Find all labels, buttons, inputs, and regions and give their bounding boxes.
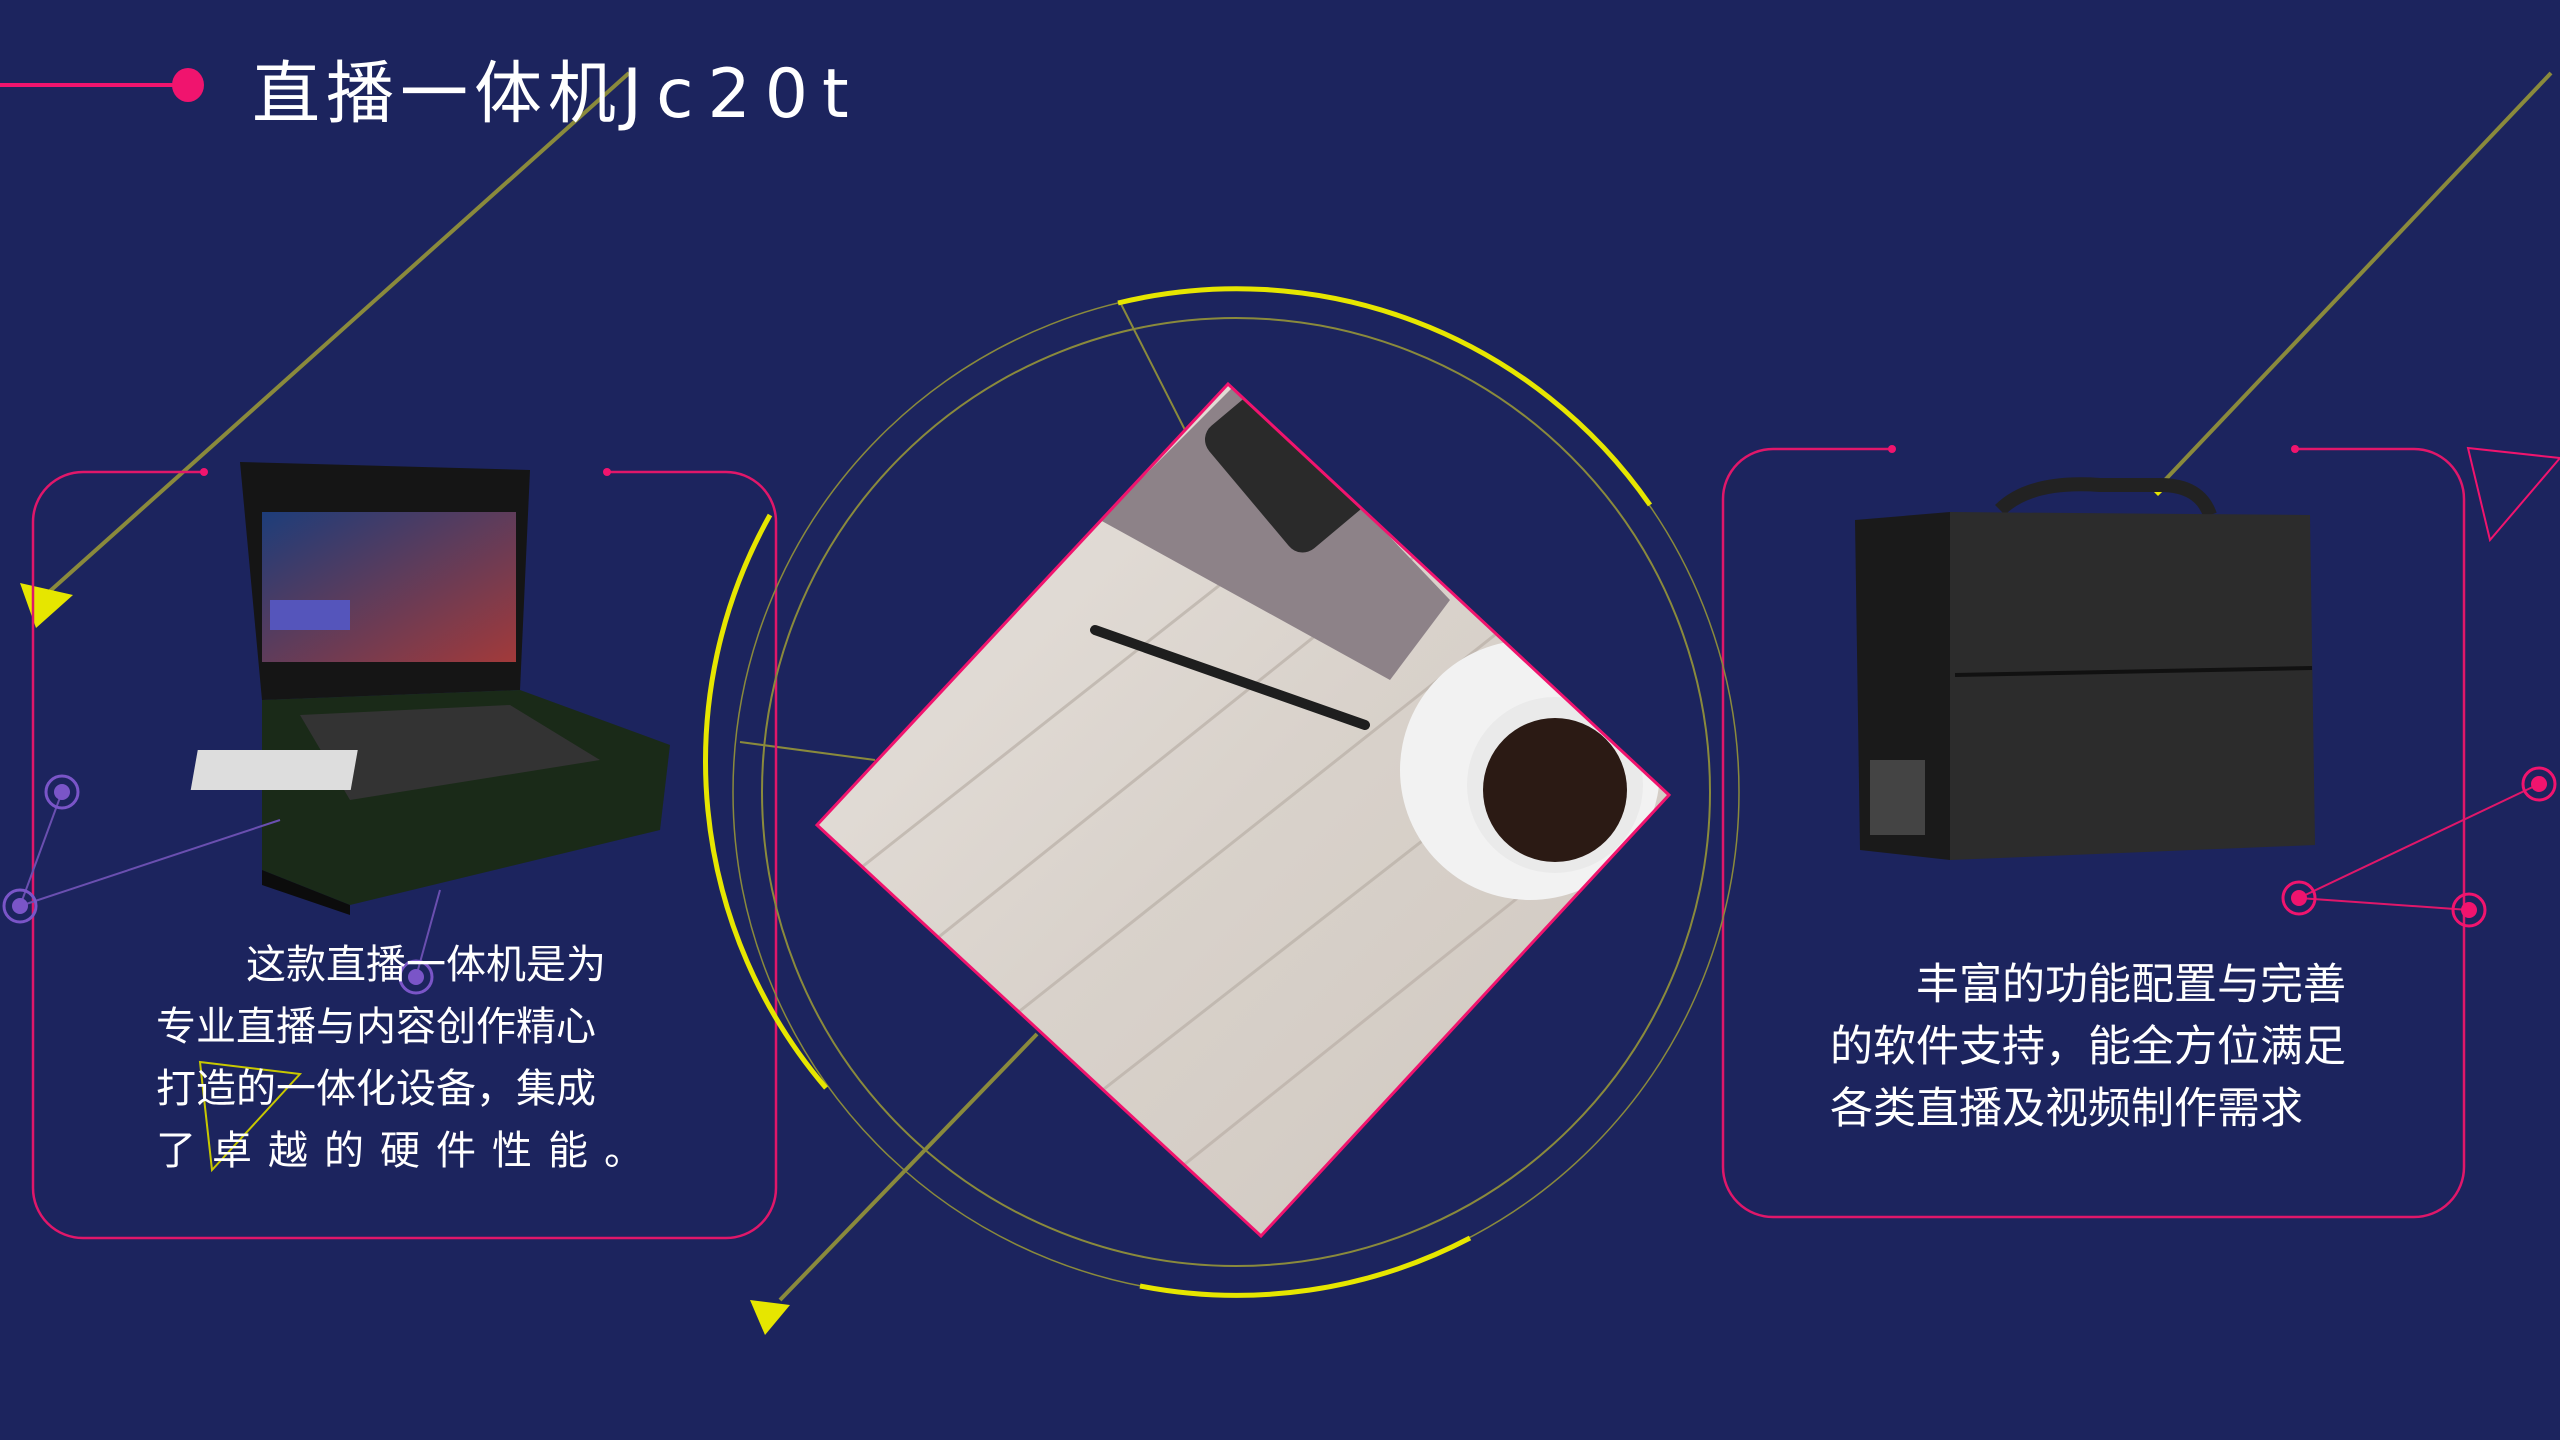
description-line: 打造的一体化设备，集成 — [156, 1066, 596, 1112]
pink-node — [2451, 892, 2487, 928]
outer-ring-arc — [703, 513, 828, 1090]
diagonal-line — [739, 741, 876, 761]
description-line: 各类直播及视频制作需求 — [1830, 1084, 2303, 1134]
purple-node — [2, 888, 38, 924]
title-model: Jc20t — [622, 55, 863, 134]
inner-ring — [761, 317, 1711, 1267]
description-line: 专业直播与内容创作精心 — [156, 1004, 596, 1050]
left-card-border — [31, 470, 778, 1240]
purple-node — [398, 959, 434, 995]
outer-ring-arc — [1117, 286, 1653, 507]
triangle-outline — [198, 1060, 303, 1173]
purple-node — [44, 774, 80, 810]
right-card-description: 丰富的功能配置与完善 的软件支持，能全方位满足 各类直播及视频制作需求 — [1830, 954, 2346, 1140]
page-title: 直播一体机Jc20t — [252, 38, 863, 137]
triangle-marker — [750, 1300, 790, 1335]
right-card-border — [1721, 447, 2466, 1219]
title-dot — [172, 68, 204, 102]
diagonal-line — [1119, 301, 1186, 431]
left-card-description: 这款直播一体机是为 专业直播与内容创作精心 打造的一体化设备，集成 了卓越的硬件… — [156, 934, 660, 1182]
laptop-device-image — [190, 462, 670, 915]
description-line: 的软件支持，能全方位满足 — [1830, 1022, 2346, 1072]
title-chinese: 直播一体机 — [252, 55, 623, 134]
diagonal-line — [2163, 71, 2553, 482]
description-line: 了卓越的硬件性能。 — [156, 1128, 660, 1174]
description-line: 这款直播一体机是为 — [246, 942, 606, 988]
pink-node — [2521, 766, 2557, 802]
center-photo-border — [814, 381, 1672, 1239]
pink-node — [2281, 880, 2317, 916]
outer-ring-arc — [1139, 1235, 1472, 1298]
center-photo — [817, 384, 1669, 1236]
description-line: 丰富的功能配置与完善 — [1916, 960, 2346, 1010]
triangle-outline — [2466, 446, 2560, 543]
diagonal-line — [778, 1032, 1039, 1302]
diagonal-line — [38, 71, 631, 602]
triangle-marker — [20, 583, 73, 628]
case-device-image — [1855, 477, 2315, 860]
